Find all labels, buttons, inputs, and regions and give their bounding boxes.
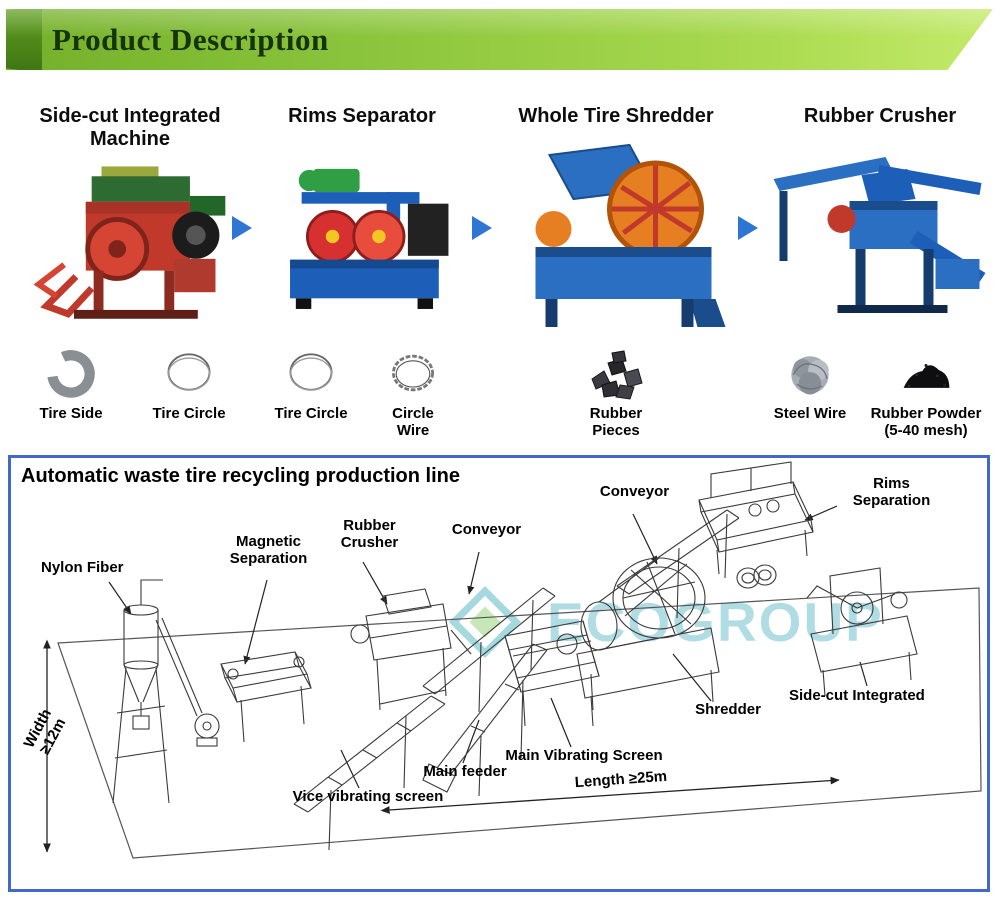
conveyor-1-drawing	[422, 587, 556, 713]
output-item: Steel Wire	[771, 345, 849, 423]
rubber-crusher-drawing	[350, 588, 472, 711]
label-conveyor-1: Conveyor	[451, 521, 522, 538]
magnetic-separator-drawing	[220, 651, 312, 743]
length-dimension-arrow	[380, 776, 840, 814]
output-label: Rubber Powder (5-40 mesh)	[870, 405, 982, 439]
rubber-pieces-icon	[591, 350, 643, 400]
side-cut-machine-image	[12, 151, 248, 345]
rubber-crusher-illustration	[773, 156, 986, 313]
shredder-drawing	[556, 557, 720, 727]
output-item: Rubber Powder (5-40 mesh)	[863, 345, 989, 440]
flow-arrow-icon	[738, 216, 758, 240]
diagram-title: Automatic waste tire recycling productio…	[21, 465, 460, 487]
label-main-vibrating-screen: Main Vibrating Screen	[505, 747, 663, 764]
tire-circle-icon	[289, 353, 333, 391]
product-title: Rubber Crusher	[803, 105, 957, 127]
side-cut-machine-illustration	[33, 166, 226, 319]
page-title: Product Description	[52, 21, 329, 57]
output-item: Tire Side	[32, 345, 110, 423]
nylon-fiber-cyclone-drawing	[112, 579, 220, 804]
tire-shredder-illustration	[535, 143, 726, 327]
watermark-text: ECOGROUP	[547, 591, 884, 653]
product-rubber-crusher: Rubber Crusher	[764, 105, 996, 439]
outputs-row: Tire Circle Circle Wire	[260, 345, 464, 439]
product-rims-separator: Rims Separator	[260, 105, 464, 439]
label-conveyor-2: Conveyor	[599, 483, 670, 500]
tire-shredder-image	[498, 128, 734, 345]
label-rims-separation: Rims Separation	[852, 475, 931, 509]
ecogroup-diamond-logo-icon	[448, 585, 522, 659]
outputs-row: Tire Side Tire Circle	[12, 345, 248, 439]
label-nylon-fiber: Nylon Fiber	[41, 559, 124, 576]
label-rubber-crusher: Rubber Crusher	[340, 517, 399, 551]
production-line-diagram: Automatic waste tire recycling productio…	[8, 455, 990, 892]
product-title: Rims Separator	[288, 105, 436, 127]
output-item: Rubber Pieces	[577, 345, 655, 440]
label-shredder: Shredder	[695, 701, 761, 718]
outputs-row: Steel Wire Rubber Powder (5-40 mesh)	[764, 345, 996, 439]
output-label: Tire Circle	[152, 405, 226, 422]
output-item: Circle Wire	[374, 345, 452, 440]
label-main-feeder: Main feeder	[423, 763, 507, 780]
outputs-row: Rubber Pieces	[498, 345, 734, 439]
line-drawing	[43, 461, 982, 859]
main-vibrating-screen-drawing	[504, 620, 600, 727]
output-label: Tire Circle	[274, 405, 348, 422]
product-side-cut-integrated: Side-cut Integrated Machine	[12, 105, 248, 439]
label-side-cut-integrated: Side-cut Integrated	[789, 687, 925, 704]
label-vice-vibrating-screen: Vice vibrating screen	[292, 788, 444, 805]
label-leader-lines	[108, 505, 868, 789]
tire-side-icon	[47, 350, 95, 398]
circle-wire-icon	[392, 354, 434, 392]
output-label: Steel Wire	[773, 405, 847, 422]
rims-separation-drawing	[698, 461, 814, 589]
conveyor-2-drawing	[616, 509, 740, 619]
ribbon-fold	[6, 9, 42, 70]
main-feeder-drawing	[422, 643, 548, 797]
product-title: Side-cut Integrated Machine	[39, 105, 221, 150]
rubber-crusher-image	[764, 128, 996, 345]
steel-wire-icon	[791, 356, 829, 395]
flow-arrow-icon	[232, 216, 252, 240]
product-whole-tire-shredder: Whole Tire Shredder	[498, 105, 734, 439]
label-magnetic-separation: Magnetic Separation	[229, 533, 308, 567]
rims-separator-illustration	[290, 168, 449, 309]
output-label: Tire Side	[39, 405, 103, 422]
output-item: Tire Circle	[150, 345, 228, 423]
rubber-powder-icon	[903, 364, 950, 388]
tire-circle-icon	[167, 353, 211, 391]
flow-arrow-icon	[472, 216, 492, 240]
product-description-banner: Product Description	[6, 9, 993, 70]
rims-separator-image	[260, 128, 464, 345]
watermark: ECOGROUP	[439, 576, 884, 668]
side-cut-integrated-drawing	[806, 567, 918, 697]
output-label: Circle Wire	[392, 405, 434, 439]
product-title: Whole Tire Shredder	[518, 105, 714, 127]
vice-vibrating-screen-drawing	[293, 695, 446, 851]
output-item: Tire Circle	[272, 345, 350, 423]
output-label: Rubber Pieces	[589, 405, 643, 439]
